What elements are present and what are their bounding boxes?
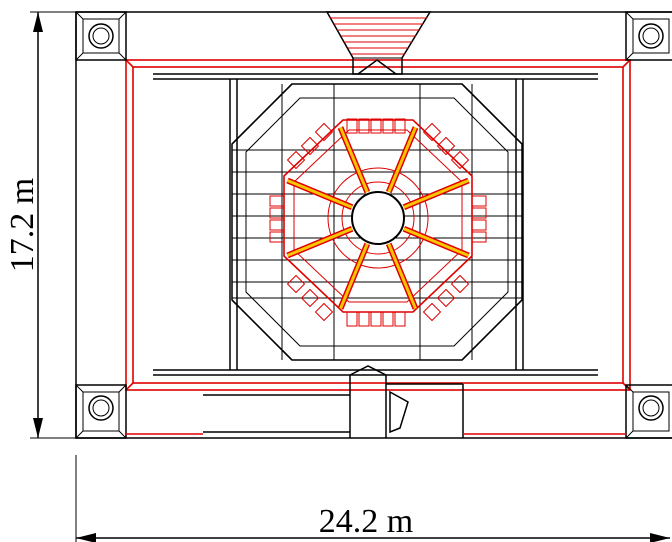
chamber-boxes-top	[346, 118, 406, 134]
width-dimension: 24.2 m	[75, 455, 670, 542]
bottom-access	[126, 365, 626, 438]
corner-pillar-bl	[75, 384, 127, 439]
corner-pillar-br	[625, 384, 672, 439]
chamber-boxes-bottom	[346, 311, 406, 327]
spoke-2	[387, 243, 417, 310]
top-shaft	[325, 11, 432, 75]
corner-pillar-tr	[625, 11, 672, 61]
spoke-8	[403, 179, 470, 209]
inner-ring-outer	[327, 167, 429, 269]
spoke-3	[339, 243, 369, 310]
height-arrow-top	[33, 12, 43, 32]
spoke-6	[339, 126, 369, 193]
height-dimension: 17.2 m	[4, 11, 76, 439]
frame-corner-tr	[622, 59, 631, 68]
spoke-1	[403, 227, 470, 257]
beam-pipe	[351, 191, 405, 245]
chamber-boxes-diagonal	[286, 122, 470, 322]
width-arrow-left	[76, 533, 96, 542]
chamber-boxes-left	[269, 195, 285, 243]
frame-corner-bl	[125, 382, 134, 391]
chamber-boxes-right	[471, 195, 487, 243]
toroid-spokes	[286, 126, 470, 310]
inner-ring-mid	[341, 181, 415, 255]
barrel-octagon-inner	[293, 129, 463, 303]
width-dimension-label: 24.2 m	[319, 503, 413, 540]
height-dimension-label: 17.2 m	[4, 178, 41, 272]
rails	[153, 73, 598, 376]
frame-corner-tl	[125, 59, 134, 68]
red-frame-inner	[132, 66, 624, 384]
detector-barrel	[269, 118, 487, 327]
width-arrow-right	[650, 533, 670, 542]
height-arrow-bottom	[33, 418, 43, 438]
spoke-5	[286, 179, 353, 209]
spoke-7	[387, 126, 417, 193]
corner-pillar-tl	[75, 11, 127, 61]
spoke-4	[286, 227, 353, 257]
